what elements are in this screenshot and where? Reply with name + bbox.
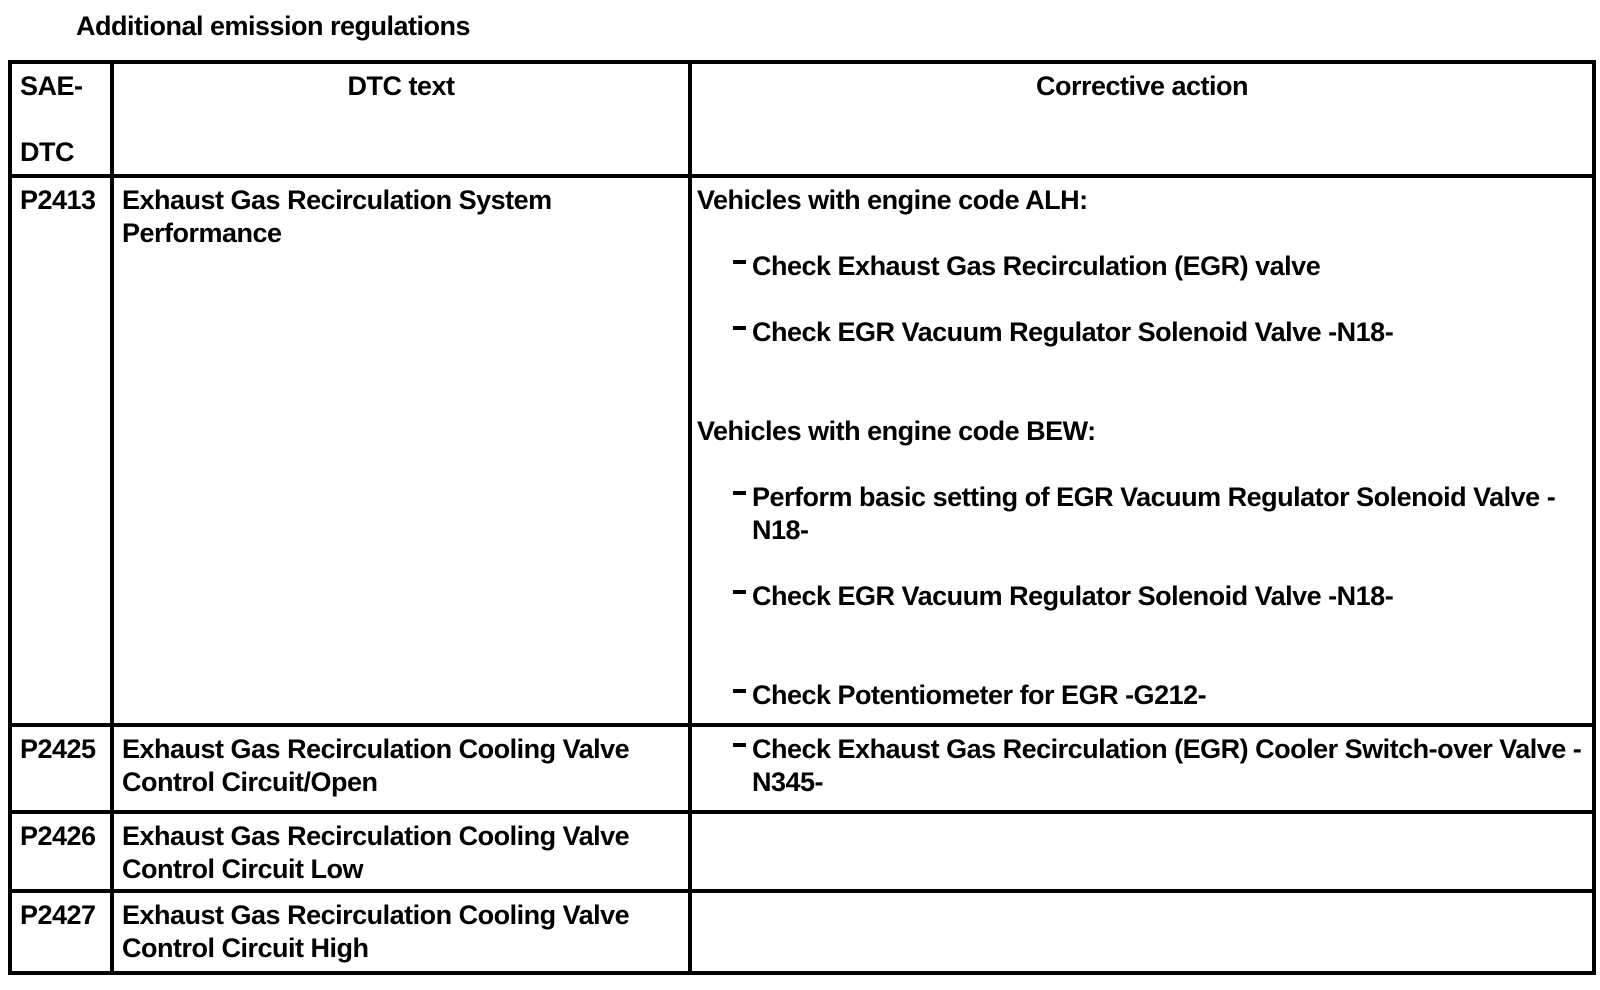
- dash-bullet-icon: [733, 260, 746, 264]
- corrective-action-cell: [688, 810, 1596, 893]
- corrective-action-text: Check EGR Vacuum Regulator Solenoid Valv…: [752, 317, 1394, 347]
- dtc-code-cell: P2413: [8, 174, 114, 727]
- dash-bullet-icon: [733, 590, 746, 594]
- dtc-code-cell: P2426: [8, 810, 114, 893]
- col-header-sae-dtc: SAE- DTC: [8, 60, 114, 178]
- corrective-action-text: Check EGR Vacuum Regulator Solenoid Valv…: [752, 581, 1394, 611]
- table-row: P2425 Exhaust Gas Recirculation Cooling …: [8, 723, 1596, 814]
- corrective-action-item: Check Potentiometer for EGR -G212-: [733, 679, 1586, 712]
- page-title: Additional emission regulations: [76, 11, 471, 41]
- dtc-table: SAE- DTC DTC text Corrective action P241…: [8, 60, 1596, 975]
- engine-code-heading: Vehicles with engine code ALH:: [697, 185, 1088, 215]
- dash-bullet-icon: [733, 743, 746, 747]
- corrective-action-text: Check Exhaust Gas Recirculation (EGR) va…: [752, 251, 1321, 281]
- corrective-action-cell: [688, 889, 1596, 975]
- corrective-action-text: Check Potentiometer for EGR -G212-: [752, 680, 1207, 710]
- corrective-action-item: Check EGR Vacuum Regulator Solenoid Valv…: [733, 580, 1586, 613]
- corrective-action-text: Perform basic setting of EGR Vacuum Regu…: [752, 482, 1556, 545]
- corrective-action-text: Check Exhaust Gas Recirculation (EGR) Co…: [752, 734, 1582, 797]
- dtc-text-cell: Exhaust Gas Recirculation Cooling Valve …: [110, 723, 692, 814]
- dash-bullet-icon: [733, 326, 746, 330]
- corrective-action-cell: Vehicles with engine code ALH: Check Exh…: [688, 174, 1596, 727]
- corrective-action-item: Check Exhaust Gas Recirculation (EGR) va…: [733, 250, 1586, 283]
- corrective-action-cell: Check Exhaust Gas Recirculation (EGR) Co…: [688, 723, 1596, 814]
- corrective-action-item: Check Exhaust Gas Recirculation (EGR) Co…: [733, 733, 1586, 799]
- dtc-text-cell: Exhaust Gas Recirculation Cooling Valve …: [110, 810, 692, 893]
- table-row: P2413 Exhaust Gas Recirculation System P…: [8, 174, 1596, 727]
- table-header-row: SAE- DTC DTC text Corrective action: [8, 60, 1596, 178]
- col-header-dtc-text: DTC text: [110, 60, 692, 178]
- engine-code-heading: Vehicles with engine code BEW:: [697, 416, 1096, 446]
- dtc-text-cell: Exhaust Gas Recirculation Cooling Valve …: [110, 889, 692, 975]
- table-row: P2426 Exhaust Gas Recirculation Cooling …: [8, 810, 1596, 893]
- col-header-corrective-action: Corrective action: [688, 60, 1596, 178]
- dash-bullet-icon: [733, 491, 746, 495]
- sae-header-line2: DTC: [20, 137, 75, 167]
- table-row: P2427 Exhaust Gas Recirculation Cooling …: [8, 889, 1596, 975]
- dtc-code-cell: P2425: [8, 723, 114, 814]
- corrective-action-item: Check EGR Vacuum Regulator Solenoid Valv…: [733, 316, 1586, 349]
- dtc-text-cell: Exhaust Gas Recirculation System Perform…: [110, 174, 692, 727]
- dtc-code-cell: P2427: [8, 889, 114, 975]
- corrective-action-item: Perform basic setting of EGR Vacuum Regu…: [733, 481, 1586, 547]
- dash-bullet-icon: [733, 689, 746, 693]
- sae-header-line1: SAE-: [20, 71, 83, 101]
